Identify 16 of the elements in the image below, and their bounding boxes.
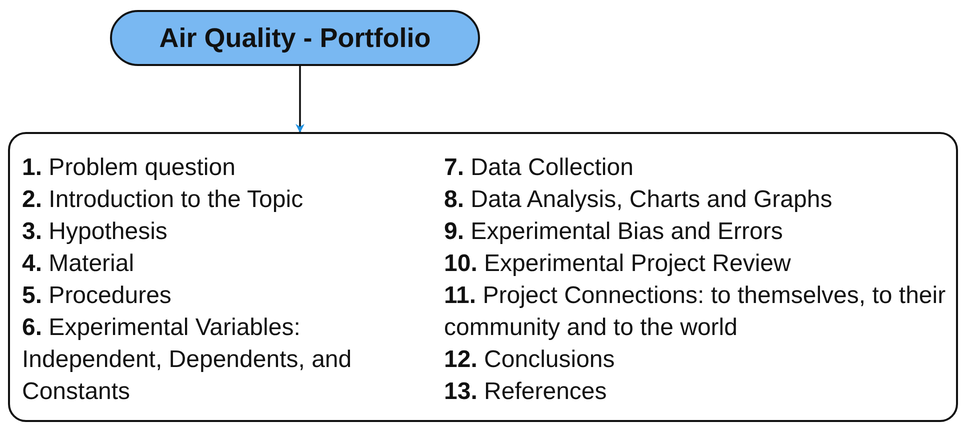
list-item: 2. Introduction to the Topic	[22, 185, 304, 215]
list-item: 6. Experimental Variables: Independent, Dependents, and Constants	[22, 313, 353, 407]
list-item: 1. Problem question	[22, 153, 236, 183]
content-box	[8, 132, 958, 422]
list-item: 4. Material	[22, 249, 136, 279]
arrow	[296, 66, 304, 133]
list-item: 5. Procedures	[22, 281, 172, 311]
title-text: Air Quality - Portfolio	[159, 22, 431, 54]
list-item: 3. Hypothesis	[22, 217, 168, 247]
list-item: 11. Project Connections: to themselves, to their community and to the world	[444, 281, 947, 343]
list-item: 9. Experimental Bias and Errors	[444, 217, 784, 247]
list-item: 13. References	[444, 377, 608, 407]
list-item: 7. Data Collection	[444, 153, 634, 183]
list-item: 8. Data Analysis, Charts and Graphs	[444, 185, 834, 215]
list-item: 10. Experimental Project Review	[444, 249, 792, 279]
list-item: 12. Conclusions	[444, 345, 616, 375]
